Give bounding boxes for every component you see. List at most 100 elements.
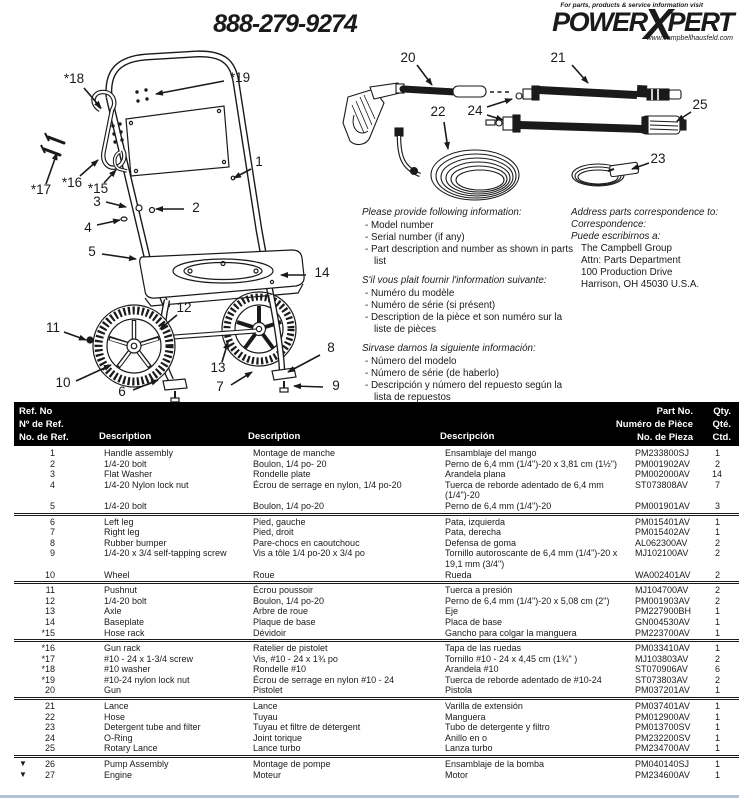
info-item: - Part description and number as shown i…: [365, 244, 574, 267]
description-es: Ensamblaje del mango: [445, 448, 537, 458]
description-fr: Tuyau: [253, 711, 278, 722]
table-row: 22 Hose Tuyau Manguera PM012900AV 1: [14, 712, 739, 723]
part-number: PM234600AV: [635, 769, 690, 780]
callout-22: 22: [430, 104, 445, 119]
part-number: PM037401AV: [635, 701, 690, 712]
address-title-en: Address parts correspondence to:: [571, 207, 719, 218]
row-marker: [19, 480, 33, 501]
quantity: 1: [714, 769, 720, 780]
description-es: Tubo de detergente y filtro: [445, 722, 550, 733]
quantity: 3: [714, 500, 720, 511]
ref-number: 2: [49, 458, 55, 469]
accessories-drawing: [342, 82, 687, 201]
table-row: 25 Rotary Lance Lance turbo Lanza turbo …: [14, 743, 739, 754]
column-spacer: [59, 643, 104, 654]
quantity: 14: [712, 469, 723, 480]
table-row: 3 Flat Washer Rondelle plate Arandela pl…: [14, 469, 739, 480]
table-row: *16 Gun rack Ratelier de pistolet Tapa d…: [14, 643, 739, 654]
description-en: Hose: [104, 711, 126, 722]
description-en: Pump Assembly: [104, 759, 169, 770]
description-es: Placa de base: [445, 616, 503, 627]
callout-16: *16: [62, 175, 82, 190]
quantity: 1: [714, 448, 720, 458]
cart-drawing: [40, 50, 305, 403]
info-item: - Model number: [365, 220, 434, 231]
table-row: *18 #10 washer Rondelle #10 Arandela #10…: [14, 664, 739, 675]
row-marker: [19, 675, 33, 686]
table-row: 23 Detergent tube and filter Tuyau et fi…: [14, 722, 739, 733]
description-es: Lanza turbo: [445, 743, 493, 754]
info-title-en: Please provide following information:: [362, 207, 522, 218]
header-part-column: Part No. Numéro de Pièce No. de Pieza: [616, 405, 693, 444]
column-spacer: [59, 448, 104, 459]
description-fr: Boulon, 1/4 po- 20: [253, 458, 327, 469]
part-number: PM037201AV: [635, 685, 690, 696]
info-item: - Serial number (if any): [365, 232, 465, 243]
description-es: Tuerca de reborde adentado de 6,4 mm (1/…: [445, 479, 604, 501]
description-es: Pata, izquierda: [445, 516, 506, 527]
row-marker: [19, 448, 33, 459]
part-number: ST070906AV: [635, 664, 688, 675]
row-marker: [19, 701, 33, 712]
parts-address-block: Address parts correspondence to: Corresp…: [571, 207, 737, 291]
ref-number: 24: [44, 732, 55, 743]
quantity: 1: [714, 606, 720, 617]
callout-4: 4: [84, 220, 92, 235]
part-number: PM227900BH: [635, 606, 692, 617]
description-fr: Rondelle #10: [253, 664, 307, 675]
table-row: ▼ 27 Engine Moteur Motor PM234600AV 1: [14, 770, 739, 781]
ref-number: 6: [49, 516, 55, 527]
column-spacer: [59, 585, 104, 596]
description-es: Pistola: [445, 685, 473, 696]
info-item: - Numéro du modèle: [365, 288, 455, 299]
description-es: Perno de 6,4 mm (1/4")-20 x 3,81 cm (1½"…: [445, 458, 617, 469]
ref-number: *18: [41, 664, 55, 675]
part-number: PM223700AV: [635, 627, 690, 638]
part-number: PM033410AV: [635, 643, 690, 654]
logo-pert: PERT: [667, 7, 734, 37]
row-marker: [19, 548, 33, 569]
description-en: #10 - 24 x 1-3/4 screw: [104, 653, 194, 664]
table-section-divider: [14, 639, 739, 643]
row-marker: [19, 733, 33, 744]
description-fr: Boulon, 1/4 po-20: [253, 595, 325, 606]
header-ref-es: Nº de Ref.: [19, 419, 64, 430]
description-en: O-Ring: [104, 732, 133, 743]
detergent-tube-drawing: [571, 161, 639, 187]
header-part-fr: Numéro de Pièce: [615, 419, 693, 430]
quantity: 1: [714, 701, 720, 712]
description-es: Motor: [445, 769, 469, 780]
part-number: PM001901AV: [635, 500, 690, 511]
table-row: 24 O-Ring Joint torique Anillo en o PM23…: [14, 733, 739, 744]
description-en: Flat Washer: [104, 469, 153, 480]
description-en: 1/4-20 Nylon lock nut: [104, 479, 189, 490]
column-spacer: [59, 722, 104, 733]
quantity: 1: [714, 711, 720, 722]
row-marker: [19, 517, 33, 528]
column-spacer: [59, 501, 104, 512]
ref-number: 13: [44, 606, 55, 617]
part-number: MJ102100AV: [635, 548, 689, 559]
callout-1: 1: [255, 154, 263, 169]
column-spacer: [59, 743, 104, 754]
description-fr: Écrou poussoir: [253, 585, 314, 596]
header-qty-en: Qty.: [713, 406, 731, 417]
table-row: 8 Rubber bumper Pare-chocs en caoutchouc…: [14, 538, 739, 549]
quantity: 7: [714, 479, 720, 490]
ref-number: 23: [44, 722, 55, 733]
quantity: 1: [714, 732, 720, 743]
description-en: Right leg: [104, 527, 140, 538]
column-spacer: [59, 733, 104, 744]
row-marker: [19, 664, 33, 675]
callout-14: 14: [314, 265, 330, 280]
header-qty-fr: Qté.: [712, 419, 731, 430]
column-spacer: [59, 538, 104, 549]
ref-number: 26: [44, 759, 55, 770]
description-en: Detergent tube and filter: [104, 722, 201, 733]
description-en: Rubber bumper: [104, 537, 167, 548]
description-en: 1/4-20 x 3/4 self-tapping screw: [104, 548, 227, 559]
part-number: WA002401AV: [635, 569, 691, 580]
table-row: 5 1/4-20 bolt Boulon, 1/4 po-20 Perno de…: [14, 501, 739, 512]
address-title-es: Puede escribirnos a:: [571, 231, 661, 242]
